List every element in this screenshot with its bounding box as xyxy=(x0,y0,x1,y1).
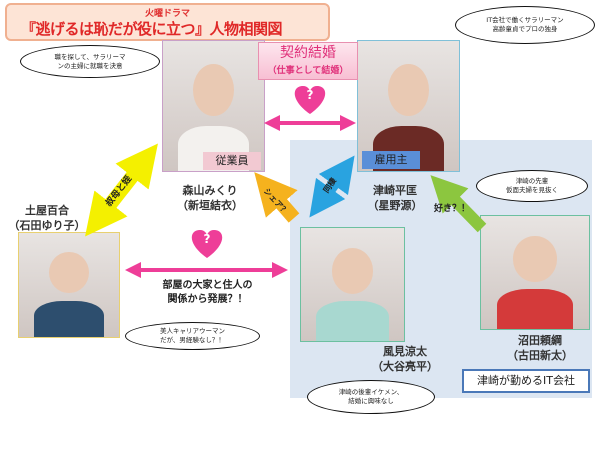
character-name: 風見涼太 xyxy=(383,345,427,358)
mikuri-comment-bubble: 職を探して、サラリーマンの主婦に就職を決意 xyxy=(20,45,160,78)
title-subtitle: 火曜ドラマ xyxy=(144,9,190,19)
numata-name: 沼田頼綱 （古田新太） xyxy=(490,333,590,363)
company-label: 津崎が勤めるIT会社 xyxy=(462,369,590,393)
contract-subtitle: （仕事として結婚） xyxy=(267,66,349,76)
aunt-niece-arrow xyxy=(85,143,158,237)
kazami-name: 風見涼太 （大谷亮平） xyxy=(355,344,455,374)
kazami-comment-bubble: 津崎の後輩イケメン、結婚に興味なし xyxy=(307,380,435,414)
actor-name: （星野源） xyxy=(367,199,423,212)
bubble-line: 職を探して、サラリーマ xyxy=(54,52,126,61)
heart-icon xyxy=(294,86,326,114)
heart-question: ? xyxy=(203,232,211,246)
tsuzaki-comment-bubble: IT会社で働くサラリーマン高齢童貞でプロの独身 xyxy=(455,6,595,44)
bubble-line: 仮面夫婦を見抜く xyxy=(506,186,558,194)
character-name: 森山みくり xyxy=(182,184,238,197)
character-name: 土屋百合 xyxy=(25,204,69,217)
actor-name: （石田ゆり子） xyxy=(8,219,86,232)
cohabit-arrow xyxy=(309,155,355,218)
bubble-line: 高齢童貞でプロの独身 xyxy=(492,25,558,33)
contract-marriage-box: 契約結婚 （仕事として結婚） xyxy=(258,42,358,80)
character-name: 沼田頼綱 xyxy=(518,334,562,347)
yuri-comment-bubble: 美人キャリアウーマンだが、男経験なし？！ xyxy=(125,322,260,350)
bubble-line: 津崎の先輩 xyxy=(515,177,549,185)
share-arrow xyxy=(254,172,300,223)
landlord-label: 部屋の大家と住人の 関係から発展？！ xyxy=(140,279,275,307)
bubble-line: 結婚に興味なし xyxy=(348,397,394,405)
yuri-name: 土屋百合 （石田ゆり子） xyxy=(2,203,92,233)
yuri-photo xyxy=(18,232,120,338)
tsuzaki-name: 津崎平匡 （星野源） xyxy=(345,183,445,213)
heart-question: ? xyxy=(306,88,314,102)
bubble-line: ンの主婦に就職を決意 xyxy=(57,61,123,70)
bubble-line: だが、男経験なし？！ xyxy=(160,336,225,344)
actor-name: （古田新太） xyxy=(507,349,573,362)
bubble-line: 津崎の後輩イケメン、 xyxy=(338,388,404,396)
actor-name: （新垣結衣） xyxy=(177,199,243,212)
like-arrow xyxy=(430,175,487,233)
landlord-line: 関係から発展？！ xyxy=(167,294,248,305)
role-employee-label: 従業員 xyxy=(203,152,261,170)
bubble-line: 美人キャリアウーマン xyxy=(160,327,225,335)
heart-icon xyxy=(191,230,223,258)
character-name: 津崎平匡 xyxy=(373,184,417,197)
mikuri-name: 森山みくり （新垣結衣） xyxy=(160,183,260,213)
actor-name: （大谷亮平） xyxy=(372,360,438,373)
landlord-line: 部屋の大家と住人の xyxy=(162,280,253,291)
like-label: 好き？！ xyxy=(434,204,471,214)
numata-comment-bubble: 津崎の先輩仮面夫婦を見抜く xyxy=(476,170,588,202)
role-employer-label: 雇用主 xyxy=(362,151,420,169)
bubble-line: IT会社で働くサラリーマン xyxy=(486,16,564,24)
numata-photo xyxy=(480,215,590,330)
tsuzaki-photo: 雇用主 xyxy=(357,40,460,172)
mikuri-photo: 従業員 xyxy=(162,40,265,172)
title-banner: 火曜ドラマ 『逃げるは恥だが役に立つ』人物相関図 xyxy=(5,3,330,41)
page-title: 『逃げるは恥だが役に立つ』人物相関図 xyxy=(21,20,283,38)
contract-title: 契約結婚 xyxy=(280,45,336,61)
kazami-photo xyxy=(300,227,405,342)
